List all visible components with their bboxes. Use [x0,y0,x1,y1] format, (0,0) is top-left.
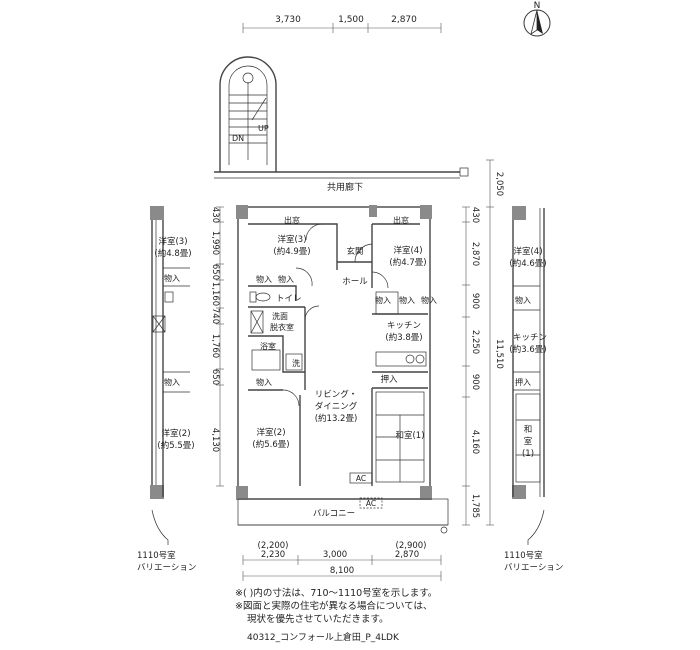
var-right-washitsu-2: 室 [524,436,533,447]
note-2: ※図面と実際の住宅が異なる場合については、 [235,601,433,612]
notes: ※( )内の寸法は、710～1110号室を示します。 ※図面と実際の住宅が異なる… [235,587,437,626]
var-left-monoire-1: 物入 [164,273,180,283]
var-left-room3-name: 洋室(3) [158,236,187,247]
dim-left-8: 4,130 [210,428,220,452]
dim-bottom-total: 8,100 [330,566,354,576]
var-left-room2-size: (約5.5畳) [157,440,194,451]
unit-walls [236,205,449,534]
var-right-oshiire: 押入 [515,377,531,387]
label-ac-1: AC [356,474,366,483]
label-living-2: ダイニング [315,401,358,412]
label-living-size: (約13.2畳) [315,413,358,424]
dim-right-7: 1,785 [470,494,480,518]
var-left-room3-size: (約4.8畳) [154,248,191,259]
stair-up-label: UP [258,124,269,133]
dim-bottom-alt-right: (2,900) [396,541,427,551]
label-senmen-2: 脱衣室 [270,322,294,332]
dim-right-1: 430 [470,207,480,223]
dim-bottom-b: 3,000 [323,550,347,560]
label-monoire-2: 物入 [278,274,294,284]
var-left-label-1: 1110号室 [137,550,176,561]
dim-right-6: 4,160 [470,430,480,454]
dim-right-4: 2,250 [470,330,480,354]
var-right-washitsu-3: (1) [522,449,534,459]
var-right-label-1: 1110号室 [504,550,543,561]
label-kitchen-name: キッチン [387,321,421,331]
top-dimensions: 3,730 1,500 2,870 [242,15,442,33]
dim-left-6: 1,760 [210,334,220,358]
dim-left-5: 740 [210,308,220,324]
dim-left-3: 650 [210,264,220,280]
label-room4-size: (約4.7畳) [389,257,426,268]
var-right-room4-name: 洋室(4) [513,246,542,257]
label-monoire-5: 物入 [421,295,437,305]
dim-top-2: 1,500 [338,15,364,25]
var-right-monoire: 物入 [515,295,531,305]
label-room2-name: 洋室(2) [256,427,285,438]
dim-bottom-a: 2,230 [261,550,285,560]
label-room4-name: 洋室(4) [393,245,422,256]
north-compass: N [523,1,551,37]
label-senmen-1: 洗面 [272,311,288,321]
label-ac-2: AC [366,499,376,508]
dim-left-7: 650 [210,369,220,385]
dim-bottom-alt-left: (2,200) [258,541,289,551]
label-hall: ホール [342,277,368,287]
note-3: 現状を優先させていただきます。 [247,614,389,625]
dim-right-2: 2,870 [470,242,480,266]
stair-dn-label: DN [232,134,244,143]
north-label: N [534,1,541,11]
var-right-label-2: バリエーション [504,563,563,573]
label-monoire-6: 物入 [256,377,272,387]
dim-right-outer-2: 11,510 [494,339,504,369]
label-room2-size: (約5.6畳) [252,439,289,450]
label-monoire-3: 物入 [375,295,391,305]
dim-right-outer-1: 2,050 [494,172,504,196]
dim-left-1: 430 [210,207,220,223]
variation-right: 洋室(4) (約4.6畳) 物入 キッチン (約3.6畳) 押入 和 室 (1)… [504,206,563,573]
corridor-label: 共用廊下 [327,181,363,193]
label-washitsu: 和室(1) [395,430,424,441]
label-genkan: 玄関 [346,246,363,257]
dim-right-3: 900 [470,293,480,309]
stairwell: DN UP [214,56,469,179]
var-right-washitsu-1: 和 [524,425,533,435]
label-room3-size: (約4.9畳) [273,246,310,257]
label-exit-left: 出窓 [284,215,300,225]
var-right-room4-size: (約4.6畳) [509,258,546,269]
label-toilet: トイレ [276,294,302,304]
note-1: ※( )内の寸法は、710～1110号室を示します。 [235,588,438,599]
plan-code: 40312_コンフォール上倉田_P_4LDK [247,633,399,643]
room-labels: 出窓 出窓 洋室(3) (約4.9畳) 洋室(4) (約4.7畳) 玄関 ホール… [252,215,437,519]
dim-left-2: 1,990 [210,231,220,255]
variation-left: 洋室(3) (約4.8畳) 物入 物入 洋室(2) (約5.5畳) 1110号室… [137,206,196,573]
dim-top-3: 2,870 [391,15,417,25]
bottom-dimensions: (2,200) (2,900) 2,230 3,000 2,870 8,100 [242,541,442,581]
dim-right-5: 900 [470,374,480,390]
dim-bottom-c: 2,870 [395,550,419,560]
right-dimensions: 430 2,870 900 2,250 900 4,160 1,785 2,05… [462,159,504,526]
var-right-kitchen-size: (約3.6畳) [509,344,546,355]
label-living-1: リビング・ [315,389,358,400]
var-left-label-2: バリエーション [137,563,196,573]
label-monoire-4: 物入 [399,295,415,305]
left-dimensions: 430 1,990 650 1,160 740 1,760 650 4,130 [210,206,224,487]
label-exit-right: 出窓 [393,215,409,225]
label-sen: 洗 [292,358,300,368]
var-left-monoire-2: 物入 [164,377,180,387]
label-monoire-1: 物入 [256,274,272,284]
label-yokushitsu: 浴室 [260,341,276,351]
label-room3-name: 洋室(3) [277,234,306,245]
label-oshiire: 押入 [380,374,398,385]
label-kitchen-size: (約3.8畳) [385,332,422,343]
dim-left-4: 1,160 [210,282,220,306]
var-left-room2-name: 洋室(2) [161,428,190,439]
var-right-kitchen-name: キッチン [513,333,547,343]
label-balcony: バルコニー [313,509,355,519]
dim-top-1: 3,730 [275,15,301,25]
